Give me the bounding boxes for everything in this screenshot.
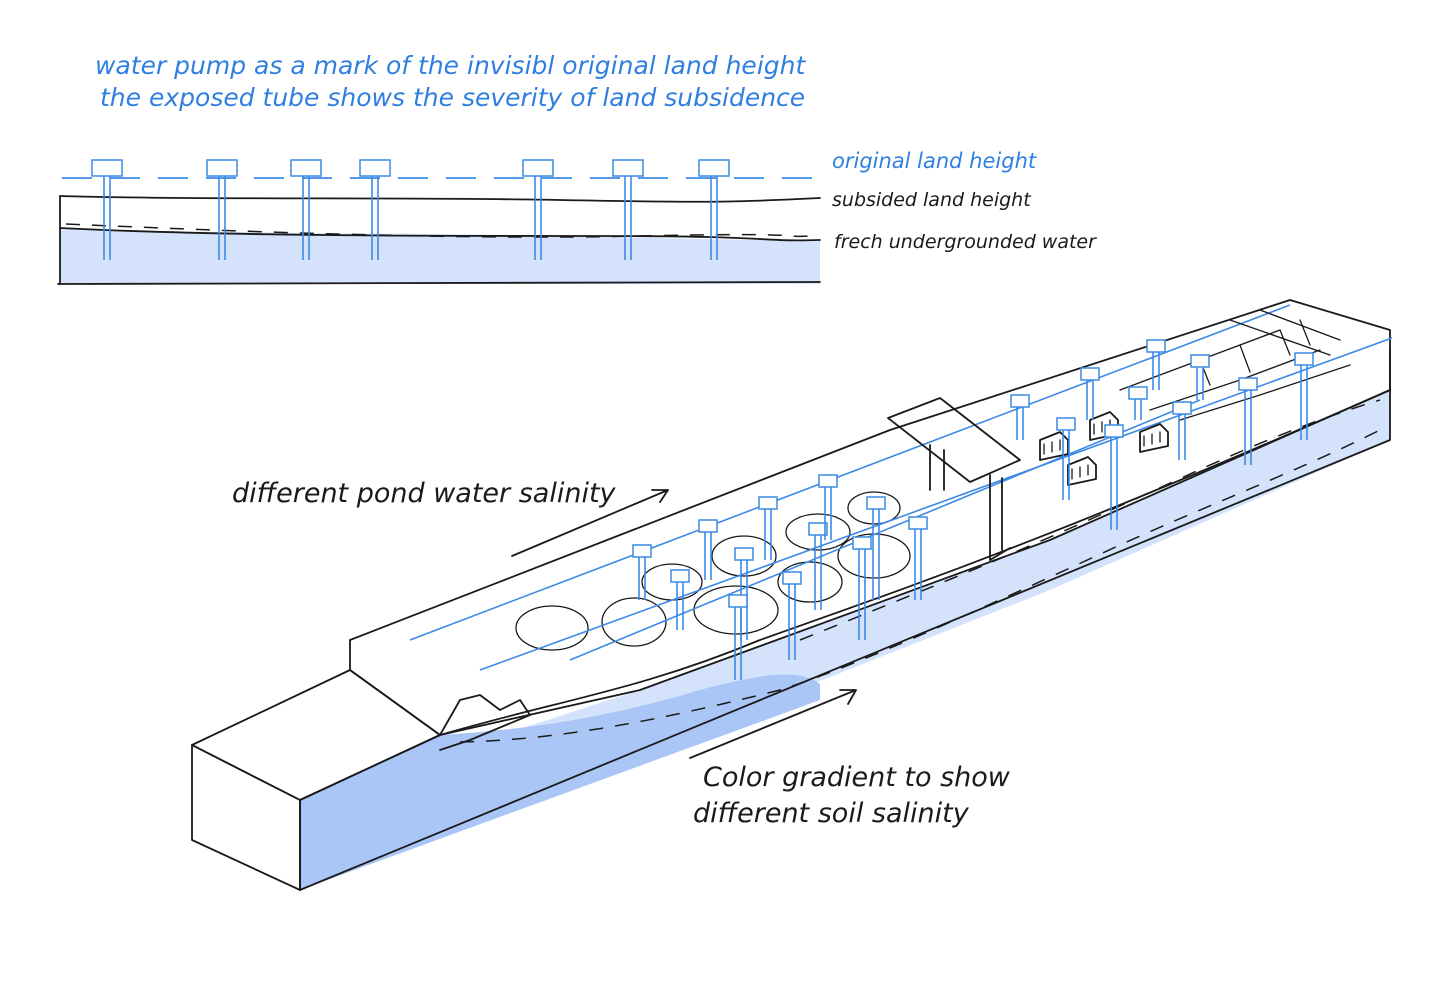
original-height-guide — [479, 337, 1393, 671]
pond — [777, 561, 843, 603]
house-icon — [1139, 423, 1169, 453]
water-pump-icon — [808, 522, 828, 610]
gradient-label-line1: Color gradient to show — [703, 762, 1011, 793]
land-top-surface — [349, 299, 1391, 736]
water-pump-icon — [1104, 424, 1124, 530]
land-bottom-edge — [299, 349, 1391, 891]
water-pump-icon — [91, 159, 123, 260]
water-pump-icon — [359, 159, 391, 260]
soil-top-dash — [799, 399, 1381, 641]
pond — [515, 605, 589, 651]
water-pump-icon — [612, 159, 644, 260]
water-pump-icon — [670, 569, 690, 630]
subsided-land-height-label: subsided land height — [832, 189, 1032, 211]
header-note-line2: the exposed tube shows the severity of l… — [100, 83, 805, 112]
water-pump-icon — [290, 159, 322, 260]
water-pump-icon — [1238, 377, 1258, 465]
water-pump-icon — [866, 496, 886, 600]
fresh-underground-water-label: frech undergrounded water — [834, 231, 1097, 253]
pond — [785, 513, 851, 551]
pond-group — [515, 491, 911, 651]
water-pump-icon — [698, 519, 718, 580]
axo-pump-group — [632, 339, 1314, 680]
header-note-line1: water pump as a mark of the invisibl ori… — [95, 51, 806, 80]
water-pump-icon — [632, 544, 652, 600]
water-pump-icon — [908, 516, 928, 600]
water-table-line — [59, 227, 821, 242]
water-pump-icon — [522, 159, 554, 260]
original-land-height-label: original land height — [832, 149, 1037, 173]
soil-gradient-boundary — [459, 429, 1381, 743]
house-group — [1039, 411, 1169, 486]
water-pump-icon — [734, 547, 754, 640]
water-pump-icon — [1146, 339, 1166, 390]
water-pump-icon — [852, 536, 872, 640]
pond — [711, 535, 777, 577]
pond — [693, 585, 779, 635]
water-pump-icon — [1172, 401, 1192, 460]
house-icon — [1039, 431, 1069, 461]
water-pump-icon — [698, 159, 730, 260]
section-bottom-edge — [57, 281, 821, 285]
subsided-land-line — [59, 195, 821, 203]
axonometric-block — [191, 299, 1393, 891]
pond-salinity-label: different pond water salinity — [232, 478, 617, 509]
water-pump-icon — [818, 474, 838, 540]
fresh-water-layer — [60, 228, 820, 284]
pond — [847, 491, 901, 525]
pond-salinity-arrow — [511, 489, 669, 557]
water-pump-icon — [758, 496, 778, 560]
original-height-guide — [569, 399, 1201, 661]
pond — [601, 597, 667, 647]
block-end-face — [191, 744, 301, 891]
water-pump-icon — [1128, 386, 1148, 420]
section-pump-group — [91, 159, 730, 260]
gate-structure — [439, 694, 531, 751]
gradient-label-line2: different soil salinity — [693, 798, 970, 829]
bridge-deck — [887, 397, 1021, 483]
water-pump-icon — [728, 594, 748, 680]
bridge-supports — [929, 444, 1011, 561]
water-pump-icon — [1056, 417, 1076, 500]
section-diagram — [57, 159, 822, 285]
soil-salinity-arrow — [689, 689, 857, 759]
water-pump-icon — [1190, 354, 1210, 400]
house-icon — [1067, 456, 1097, 486]
water-pump-icon — [206, 159, 238, 260]
water-pump-icon — [1294, 352, 1314, 440]
original-height-guide — [409, 304, 1291, 641]
pond — [837, 533, 911, 579]
section-dash-line — [65, 223, 811, 238]
land-side-edge — [439, 389, 1391, 736]
water-pump-icon — [1080, 367, 1100, 420]
water-pump-icon — [782, 571, 802, 660]
water-pump-icon — [1010, 394, 1030, 440]
